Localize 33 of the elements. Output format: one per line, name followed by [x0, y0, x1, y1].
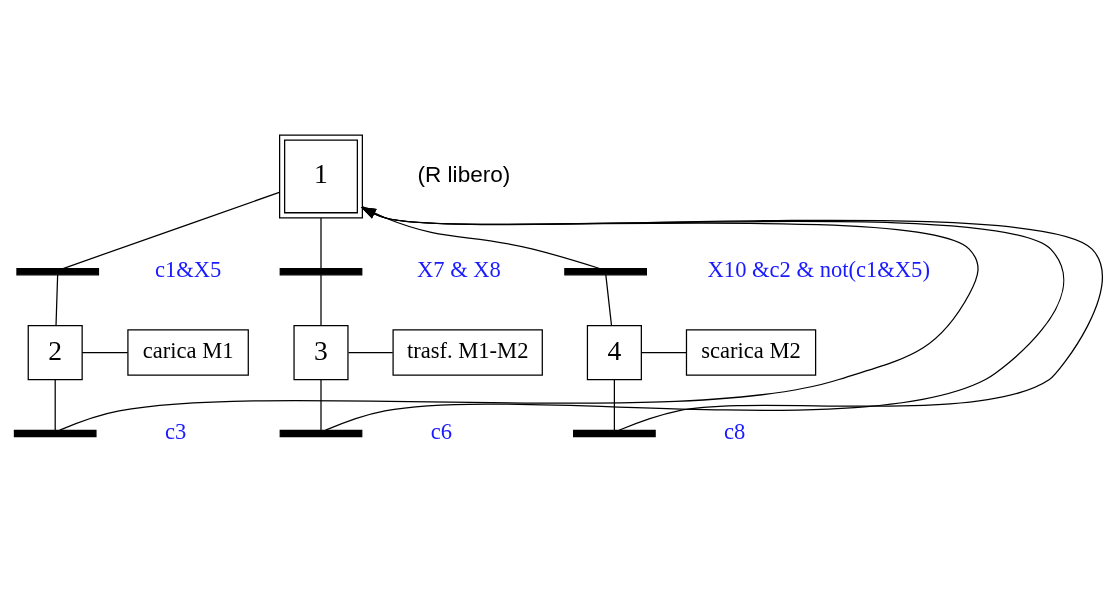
node-box: 3 — [293, 324, 349, 380]
node-box: 2 — [27, 324, 83, 380]
node-box: trasf. M1-M2 — [392, 328, 543, 376]
connector — [62, 191, 280, 269]
node-bar — [16, 267, 100, 275]
connector — [641, 351, 687, 353]
node-label: c1&X5 — [154, 256, 222, 282]
node-bar — [279, 267, 363, 275]
node-label: X7 & X8 — [416, 256, 501, 282]
node-box: carica M1 — [127, 328, 249, 376]
node-label: c8 — [724, 418, 746, 444]
node-bar — [279, 429, 363, 437]
node-label: X10 &c2 & not(c1&X5) — [707, 256, 930, 282]
node-label: c3 — [164, 418, 187, 444]
connector — [81, 351, 129, 353]
node-bar — [13, 429, 97, 437]
connector — [320, 378, 322, 431]
connector — [320, 273, 322, 326]
node-label: c6 — [430, 418, 453, 444]
connector — [55, 273, 59, 326]
arrow — [59, 206, 979, 431]
node-box: scarica M2 — [685, 328, 817, 376]
node-label: (R libero) — [417, 161, 511, 187]
connector — [347, 351, 394, 353]
node-box: 4 — [586, 324, 642, 380]
connector — [605, 273, 613, 326]
connector — [361, 205, 601, 269]
node-box: 1 — [279, 133, 363, 218]
node-bar — [573, 429, 656, 437]
connector — [613, 378, 615, 431]
connector — [54, 378, 56, 431]
node-bar — [564, 267, 647, 275]
connector — [320, 216, 322, 269]
